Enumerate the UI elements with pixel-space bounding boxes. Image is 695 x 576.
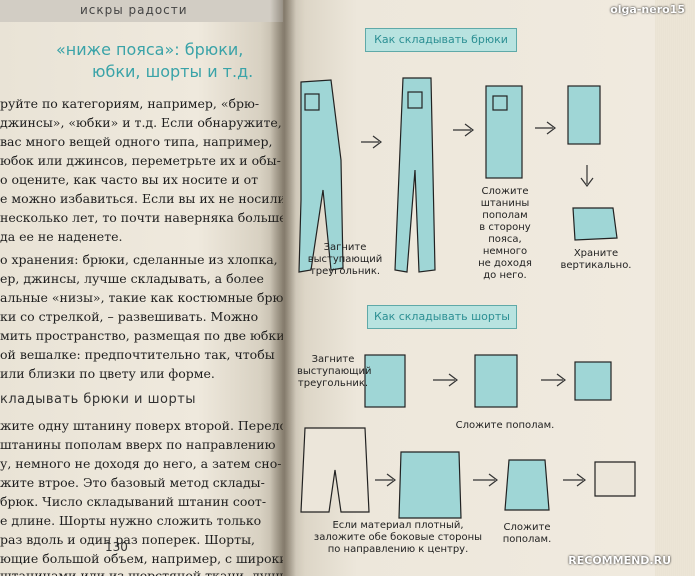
caption-thick-half: Сложите пополам. [502,522,552,545]
chapter-heading-2: юбки, шорты и т.д. [92,62,254,81]
arrow-icon [433,373,458,387]
shorts-thick-step1-icon [300,427,370,513]
watermark-username: olga-nero15 [610,3,685,16]
arrow-icon [541,373,566,387]
body-line: жите одну штанину поверх второй. Перело- [0,418,283,433]
shorts-thick-step3-icon [504,459,550,511]
body-line: мить пространство, размещая по две юбки [0,328,283,343]
arrow-icon [473,473,498,487]
pants-step3-icon [485,85,523,179]
caption-fold-legs: Сложите штанины пополам в сторону пояса,… [478,186,532,281]
body-line: жите втрое. Это базовый метод склады- [0,475,265,490]
pants-step4-icon [567,85,601,145]
book-gutter [270,0,296,576]
body-line: несколько лет, то почти наверняка больше [0,210,283,225]
body-line: юбок или джинсов, переметрьте их и обы- [0,153,281,168]
body-line: джинсы», «юбки» и т.д. Если обнаружите, [0,115,282,130]
body-line: да ее не наденете. [0,229,123,244]
pants-stored-icon [572,207,618,241]
running-head: искры радости [0,0,283,22]
banner-shorts: Как складывать шорты [367,305,517,329]
caption-store: Храните вертикально. [560,248,632,271]
caption-triangle: Загните выступающий треугольник. [307,242,383,277]
body-line: или близки по цвету или форме. [0,366,215,381]
banner-pants: Как складывать брюки [365,28,517,52]
caption-shorts-half: Сложите пополам. [455,420,555,431]
body-line: руйте по категориям, например, «брю- [0,96,260,111]
arrow-icon [361,135,382,149]
body-line: вас много вещей одного типа, например, [0,134,273,149]
body-line: ой вешалке: предпочтительно так, чтобы [0,347,275,362]
watermark-site: RECOMMEND.RU [568,554,671,567]
caption-thick: Если материал плотный, заложите обе боко… [313,520,483,555]
section-subheading: кладывать брюки и шорты [0,392,197,407]
arrow-icon [453,123,474,137]
arrow-icon [563,473,586,487]
body-line: е можно избавиться. Если вы их не носили [0,191,283,206]
chapter-heading-1: «ниже пояса»: брюки, [56,40,244,59]
body-line: штанинами или из шерстяной ткани, лучше [0,568,283,576]
pants-step2-icon [394,77,436,273]
arrow-down-icon [580,165,594,187]
body-line: у, немного не доходя до него, а затем сн… [0,456,282,471]
shorts-step1-icon [364,354,406,408]
body-line: ки со стрелкой, – развешивать. Можно [0,309,259,324]
shorts-step2-icon [474,354,518,408]
page-edges [655,0,695,576]
fold-illustrations [298,77,636,519]
page-number: 130 [105,540,128,554]
left-page: искры радости «ниже пояса»: брюки, юбки,… [0,0,283,576]
arrow-icon [375,473,396,487]
body-line: раз вдоль и один раз поперек. Шорты, [0,532,256,547]
shorts-step3-icon [574,361,612,401]
body-line: ющие большой объем, например, с широки- [0,551,283,566]
arrow-icon [535,121,556,135]
body-line: о хранения: брюки, сделанные из хлопка, [0,252,278,267]
body-line: ер, джинсы, лучше складывать, а более [0,271,264,286]
shorts-thick-step4-icon [594,461,636,497]
body-line: о оцените, как часто вы их носите и от [0,172,259,187]
caption-shorts-triangle: Загните выступающий треугольник. [297,354,372,389]
running-head-text: искры радости [80,3,188,17]
body-line: альные «низы», такие как костюмные брю- [0,290,283,305]
right-page: Как складывать брюки Как складывать шорт… [283,0,655,576]
pants-step1-icon [298,79,344,273]
shorts-thick-step2-icon [398,451,462,519]
body-line: брюк. Число складываний штанин соот- [0,494,267,509]
body-line: штанины пополам вверх по направлению [0,437,276,452]
body-line: е длине. Шорты нужно сложить только [0,513,262,528]
